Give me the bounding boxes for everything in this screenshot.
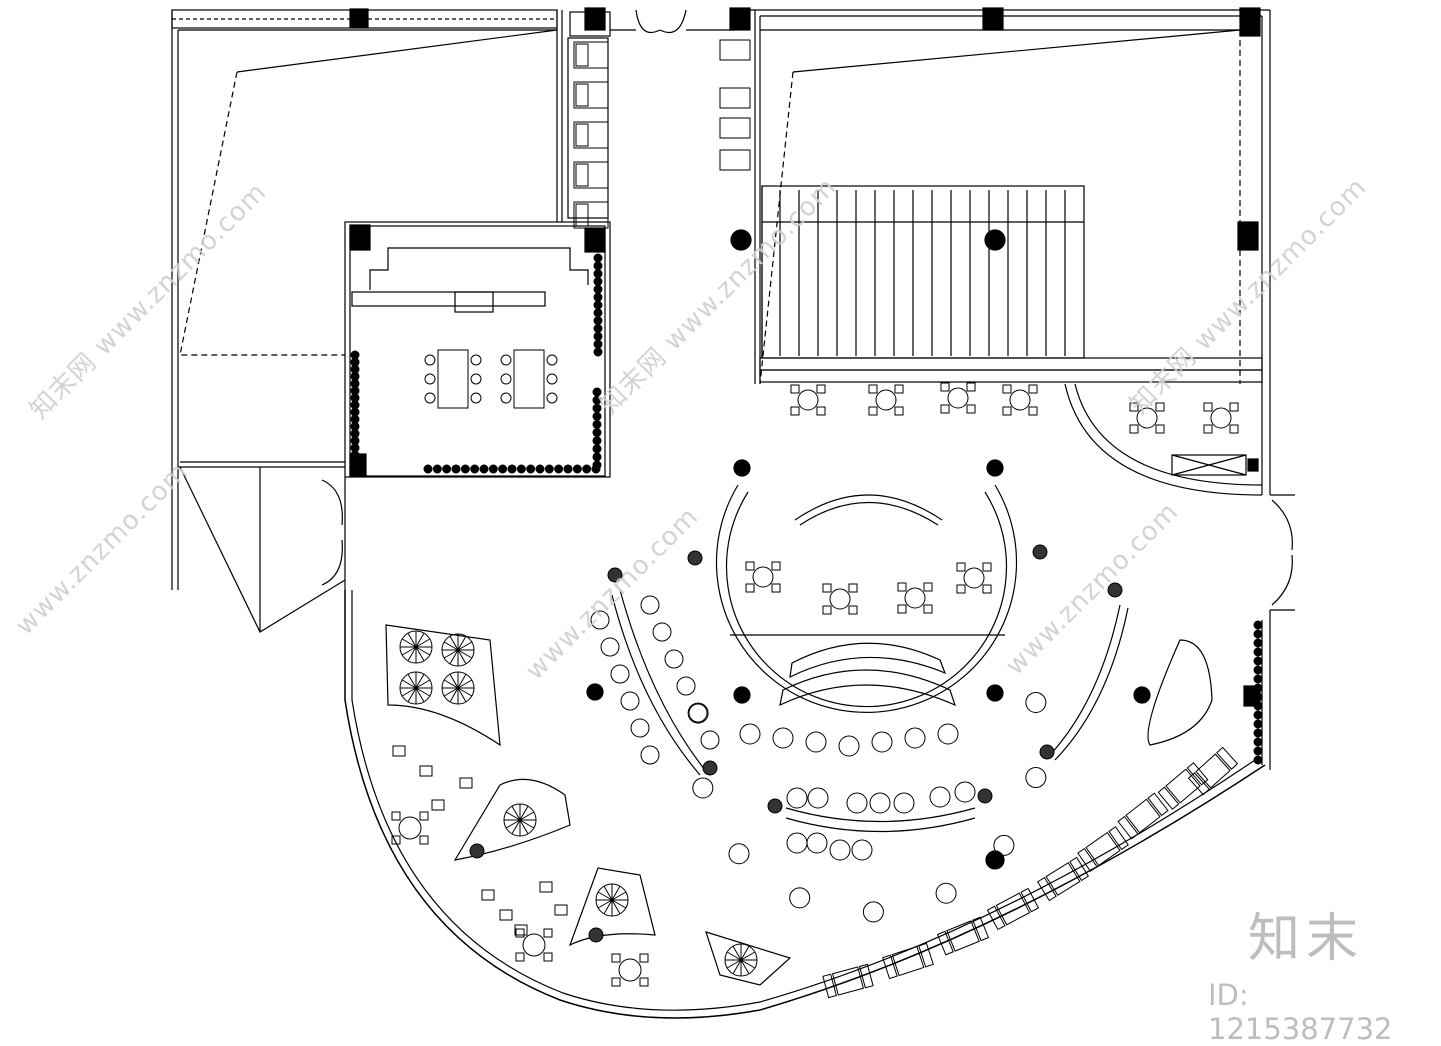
stool (807, 787, 829, 809)
round-table (940, 382, 976, 414)
column (1239, 7, 1261, 37)
plant (399, 671, 433, 705)
stool (610, 664, 630, 684)
column (584, 227, 606, 253)
stool (929, 786, 951, 808)
stool (829, 839, 851, 861)
booth (1036, 856, 1090, 902)
booth (1187, 746, 1239, 796)
stool (904, 727, 926, 749)
round-table (1203, 402, 1239, 434)
stool (937, 723, 959, 745)
stool (1025, 691, 1047, 713)
stool (590, 610, 610, 630)
counter (351, 291, 546, 307)
booth (882, 942, 934, 980)
column (982, 7, 1004, 31)
stool (600, 637, 620, 657)
stool (806, 832, 828, 854)
round-table (391, 811, 429, 845)
image-id-label: ID: 1215387732 (1208, 978, 1393, 1046)
stool (869, 792, 891, 814)
booth (1077, 826, 1129, 872)
stool (862, 901, 884, 923)
stool (893, 792, 915, 814)
stool (664, 649, 684, 669)
kitchen-room (344, 221, 611, 478)
column (1237, 221, 1259, 251)
stool (846, 792, 868, 814)
booth (1157, 762, 1209, 810)
round-table (822, 583, 858, 615)
stool (871, 731, 893, 753)
stool (640, 595, 660, 615)
column (584, 7, 606, 31)
round-table (611, 953, 649, 987)
booth (1117, 792, 1169, 840)
column (984, 229, 1006, 251)
counter-right (1171, 454, 1247, 476)
column (730, 229, 752, 251)
stool (772, 727, 794, 749)
stool (786, 787, 808, 809)
stool (1025, 767, 1047, 789)
round-table (868, 384, 904, 416)
stool (954, 781, 976, 803)
planter (385, 624, 501, 747)
stool (851, 839, 873, 861)
plant (441, 633, 475, 667)
stool (620, 691, 640, 711)
round-table (1129, 402, 1165, 434)
round-table (790, 384, 826, 416)
stool (687, 702, 709, 724)
plant (724, 943, 758, 977)
stool (789, 887, 811, 909)
stool (688, 703, 708, 723)
stool (935, 882, 957, 904)
plant (595, 883, 629, 917)
stool (676, 676, 696, 696)
stool (630, 718, 650, 738)
stool (640, 745, 660, 765)
plant (503, 803, 537, 837)
stool (739, 723, 761, 745)
round-table (897, 582, 933, 614)
stool (993, 834, 1015, 856)
round-table (745, 561, 781, 593)
booth (936, 916, 990, 956)
stool (786, 832, 808, 854)
round-table (515, 928, 553, 962)
stool (838, 735, 860, 757)
stool (728, 843, 750, 865)
brand-watermark: 知末 (1248, 909, 1365, 969)
stool (692, 777, 714, 799)
column (729, 7, 751, 31)
column (349, 224, 371, 251)
plant (441, 671, 475, 705)
booth (986, 887, 1040, 931)
round-table (1002, 384, 1038, 416)
stool (805, 731, 827, 753)
stool (652, 622, 672, 642)
booth (822, 963, 874, 999)
stool (700, 730, 720, 750)
plant (399, 630, 433, 664)
round-table (956, 562, 992, 594)
column (349, 8, 369, 28)
